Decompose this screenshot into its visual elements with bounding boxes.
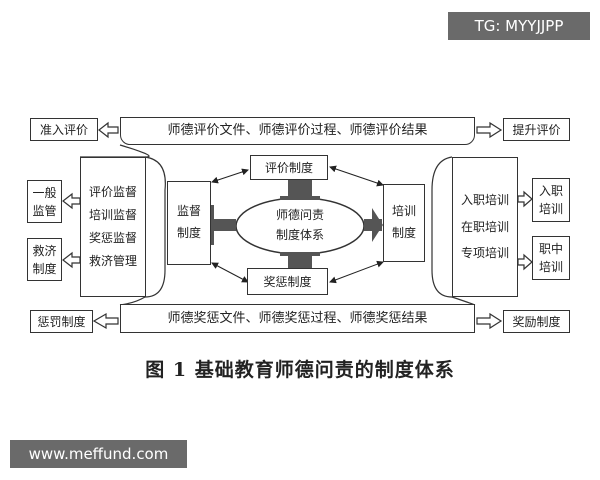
promotion-evaluation-box: 提升评价	[503, 118, 570, 141]
evaluation-system-box: 评价制度	[250, 155, 328, 180]
top-banner: 师德评价文件、师德评价过程、师德评价结果	[120, 117, 475, 145]
admission-evaluation-box: 准入评价	[30, 118, 98, 141]
label: 职中	[538, 242, 563, 256]
panel-item: 专项培训	[460, 246, 509, 261]
bottom-banner: 师德奖惩文件、师德奖惩过程、师德奖惩结果	[120, 304, 475, 333]
panel-item: 在职培训	[460, 219, 509, 234]
label: 制度	[391, 226, 416, 240]
label: 一般	[32, 185, 57, 200]
training-system-box: 培训制度	[383, 184, 425, 262]
right-panel: 入职培训在职培训专项培训	[452, 157, 518, 297]
figure-caption: 图 1 基础教育师德问责的制度体系	[145, 359, 455, 381]
label: 制度体系	[275, 228, 324, 243]
left-panel: 评价监督培训监督奖惩监督救济管理	[80, 157, 146, 297]
inservice-training-box: 职中培训	[532, 236, 570, 280]
reward-box: 奖励制度	[503, 310, 570, 333]
supervision-system-box: 监督制度	[167, 181, 211, 265]
core-label: 师德问责制度体系	[240, 205, 360, 246]
panel-item: 救济管理	[88, 253, 137, 268]
label: 制度	[32, 261, 57, 276]
label: 师德问责	[275, 208, 324, 222]
induction-training-box: 入职培训	[532, 178, 570, 222]
reward-punishment-system-box: 奖惩制度	[247, 268, 328, 295]
label: 监督	[176, 204, 201, 219]
panel-item: 入职培训	[460, 193, 509, 208]
label: 培训	[538, 260, 563, 274]
label: 培训	[538, 202, 563, 216]
label: 监管	[32, 203, 57, 218]
watermark-top: TG: MYYJJPP	[448, 12, 590, 40]
label: 救济	[32, 243, 57, 258]
label: 入职	[538, 184, 563, 198]
label: 制度	[176, 226, 201, 240]
panel-item: 培训监督	[88, 208, 137, 223]
panel-item: 奖惩监督	[88, 231, 137, 245]
punishment-system-box: 惩罚制度	[30, 310, 93, 333]
general-supervision-box: 一般监管	[27, 180, 62, 223]
panel-item: 评价监督	[88, 185, 137, 200]
label: 培训	[391, 204, 416, 219]
relief-system-box: 救济制度	[27, 238, 62, 281]
watermark-bottom: www.meffund.com	[10, 440, 187, 468]
